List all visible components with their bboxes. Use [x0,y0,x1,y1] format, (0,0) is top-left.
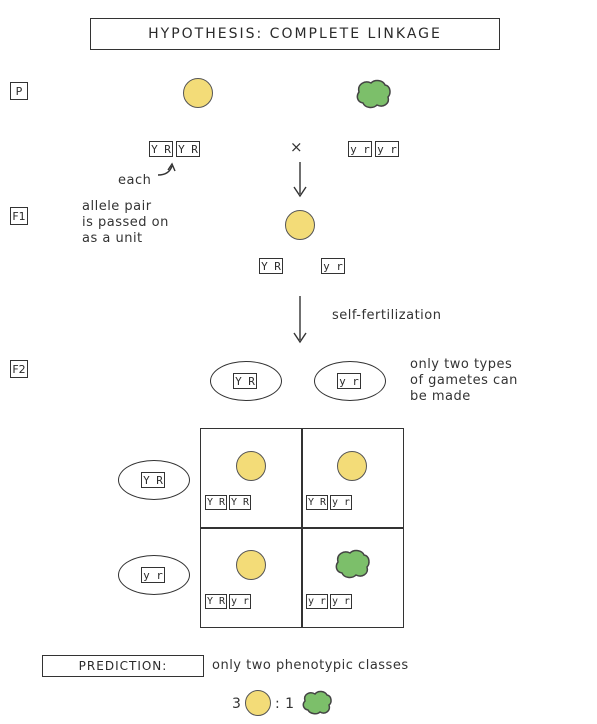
gamete-note-line: be made [410,389,518,405]
yellow-round-pea-icon [245,690,271,716]
annotation-line-3: is passed on [82,215,169,230]
punnett-cell: Y R y r [302,429,402,527]
annotation-line-4: as a unit [82,231,143,246]
yellow-round-pea-icon [236,451,266,481]
gamete-note-line: of gametes can [410,373,518,389]
annotation-line-2: allele pair [82,199,152,214]
allele-box: Y R [205,594,227,609]
gamete-allele-box: y r [141,567,165,583]
punnett-cell: y r y r [302,528,402,626]
generation-label-f1: F1 [10,207,28,225]
yellow-round-pea-icon [236,550,266,580]
gamete-allele-box: y r [337,373,361,389]
generation-label-f2: F2 [10,360,28,378]
allele-box: Y R [306,495,328,510]
ratio-separator: : 1 [275,696,295,712]
allele-box: Y R [259,258,283,274]
punnett-cell: Y R Y R [201,429,301,527]
yellow-round-pea-icon [337,451,367,481]
allele-box: Y R [205,495,227,510]
allele-box: y r [330,495,352,510]
self-fertilization-label: self-fertilization [332,308,441,323]
allele-box: y r [330,594,352,609]
punnett-cell: Y R y r [201,528,301,626]
gamete-note: only two types of gametes can be made [410,357,518,405]
allele-box: y r [229,594,251,609]
annotation-line-1: each [118,173,151,188]
gamete-allele-box: Y R [141,472,165,488]
gamete-allele-box: Y R [233,373,257,389]
allele-box: y r [306,594,328,609]
green-wrinkled-pea-icon [300,688,334,718]
punnett-square: Y R Y R Y R y r Y R y r y r y r [200,428,404,628]
gamete-note-line: only two types [410,357,518,373]
green-wrinkled-pea-icon [332,546,372,582]
yellow-round-pea-icon [285,210,315,240]
allele-box: y r [321,258,345,274]
prediction-text: only two phenotypic classes [212,658,409,673]
prediction-label: PREDICTION: [42,655,204,677]
ratio-number: 3 [232,696,241,712]
allele-box: Y R [229,495,251,510]
